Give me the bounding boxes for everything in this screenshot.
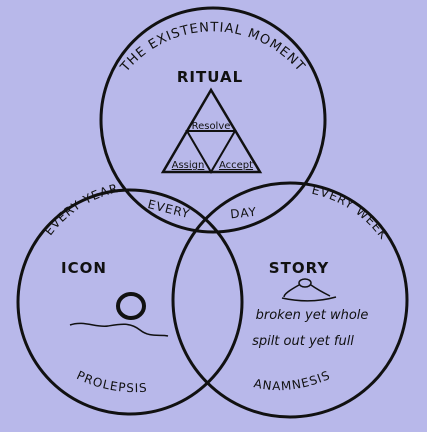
every-label: EVERY bbox=[146, 197, 191, 221]
anamnesis-label: ANAMNESIS bbox=[253, 368, 333, 393]
horizon-line-drawing bbox=[69, 322, 169, 337]
ritual-circle bbox=[99, 6, 327, 234]
every-week-label: EVERY WEEK bbox=[310, 183, 391, 242]
icon-circle bbox=[16, 188, 244, 416]
story-circle bbox=[171, 181, 409, 419]
icon-title: ICON bbox=[61, 259, 107, 277]
triangle-accept-label: Accept bbox=[219, 160, 253, 171]
day-label: DAY bbox=[230, 205, 258, 222]
story-line-2: spilt out yet full bbox=[252, 334, 354, 349]
prolepsis-label: PROLEPSIS bbox=[74, 368, 148, 395]
chalice-drawing bbox=[281, 278, 337, 302]
triangle-assign-label: Assign bbox=[172, 160, 205, 171]
ritual-title: RITUAL bbox=[177, 68, 243, 86]
sun-circle-drawing bbox=[116, 292, 146, 320]
story-title: STORY bbox=[269, 259, 330, 277]
ritual-triangle bbox=[160, 87, 263, 174]
triangle-resolve-label: Resolve bbox=[192, 121, 231, 132]
story-line-1: broken yet whole bbox=[256, 308, 369, 323]
every-year-label: EVERY YEAR bbox=[42, 181, 120, 238]
